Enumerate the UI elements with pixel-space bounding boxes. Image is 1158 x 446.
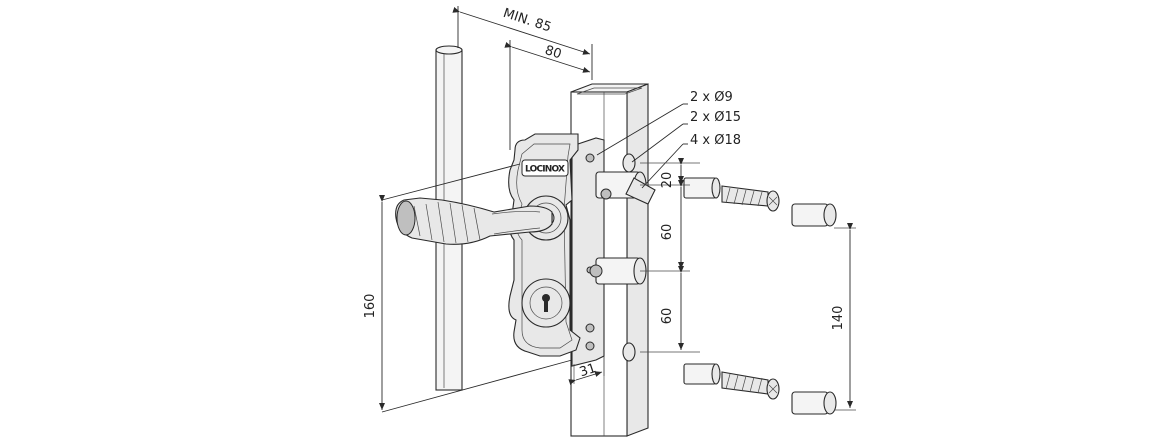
sleeve-lower: [683, 363, 721, 385]
dimension-80: 80: [504, 40, 591, 150]
cap-lower: [791, 391, 837, 415]
bolt-upper: [595, 171, 656, 205]
brand-logo-badge: LOCINOX: [521, 159, 569, 177]
lever-handle: [395, 197, 553, 245]
fixing-kit-lower: [683, 363, 837, 415]
callout-label-hole-18: 4 x Ø18: [690, 133, 741, 148]
dimension-label-60-upper: 60: [660, 224, 675, 241]
dimension-label-31: 31: [578, 361, 598, 380]
dimension-label-60-lower: 60: [660, 308, 675, 325]
cap-upper: [791, 203, 837, 227]
dimension-140: 140: [831, 223, 856, 411]
dimension-label-160: 160: [363, 294, 378, 319]
dimension-label-80: 80: [543, 43, 563, 62]
tube-hole-bottom: [622, 342, 636, 362]
callout-hole-9: 2 x Ø9: [596, 90, 733, 156]
sleeve-upper: [683, 177, 721, 199]
dimension-160: 160: [363, 163, 573, 413]
brand-logo-text: LOCINOX: [525, 165, 565, 175]
dimension-label-20: 20: [660, 172, 675, 189]
tube-hole-top: [622, 153, 636, 173]
screw-lower: [721, 371, 780, 400]
dimension-min-85: MIN. 85: [452, 6, 593, 80]
dimension-label-min-85: MIN. 85: [501, 6, 553, 36]
dimension-31: 31: [568, 356, 605, 385]
screw-upper: [721, 185, 780, 212]
bolt-lower: [589, 257, 647, 285]
keyhole-icon: [542, 294, 550, 312]
callout-hole-18: 4 x Ø18: [641, 133, 741, 189]
fixing-kit-upper: [683, 177, 837, 227]
callout-label-hole-15: 2 x Ø15: [690, 110, 741, 125]
callout-label-hole-9: 2 x Ø9: [690, 90, 733, 105]
dimension-spacing-stack: 20 60 60: [640, 158, 700, 353]
dimension-label-140: 140: [831, 306, 846, 331]
callout-hole-15: 2 x Ø15: [631, 110, 741, 163]
